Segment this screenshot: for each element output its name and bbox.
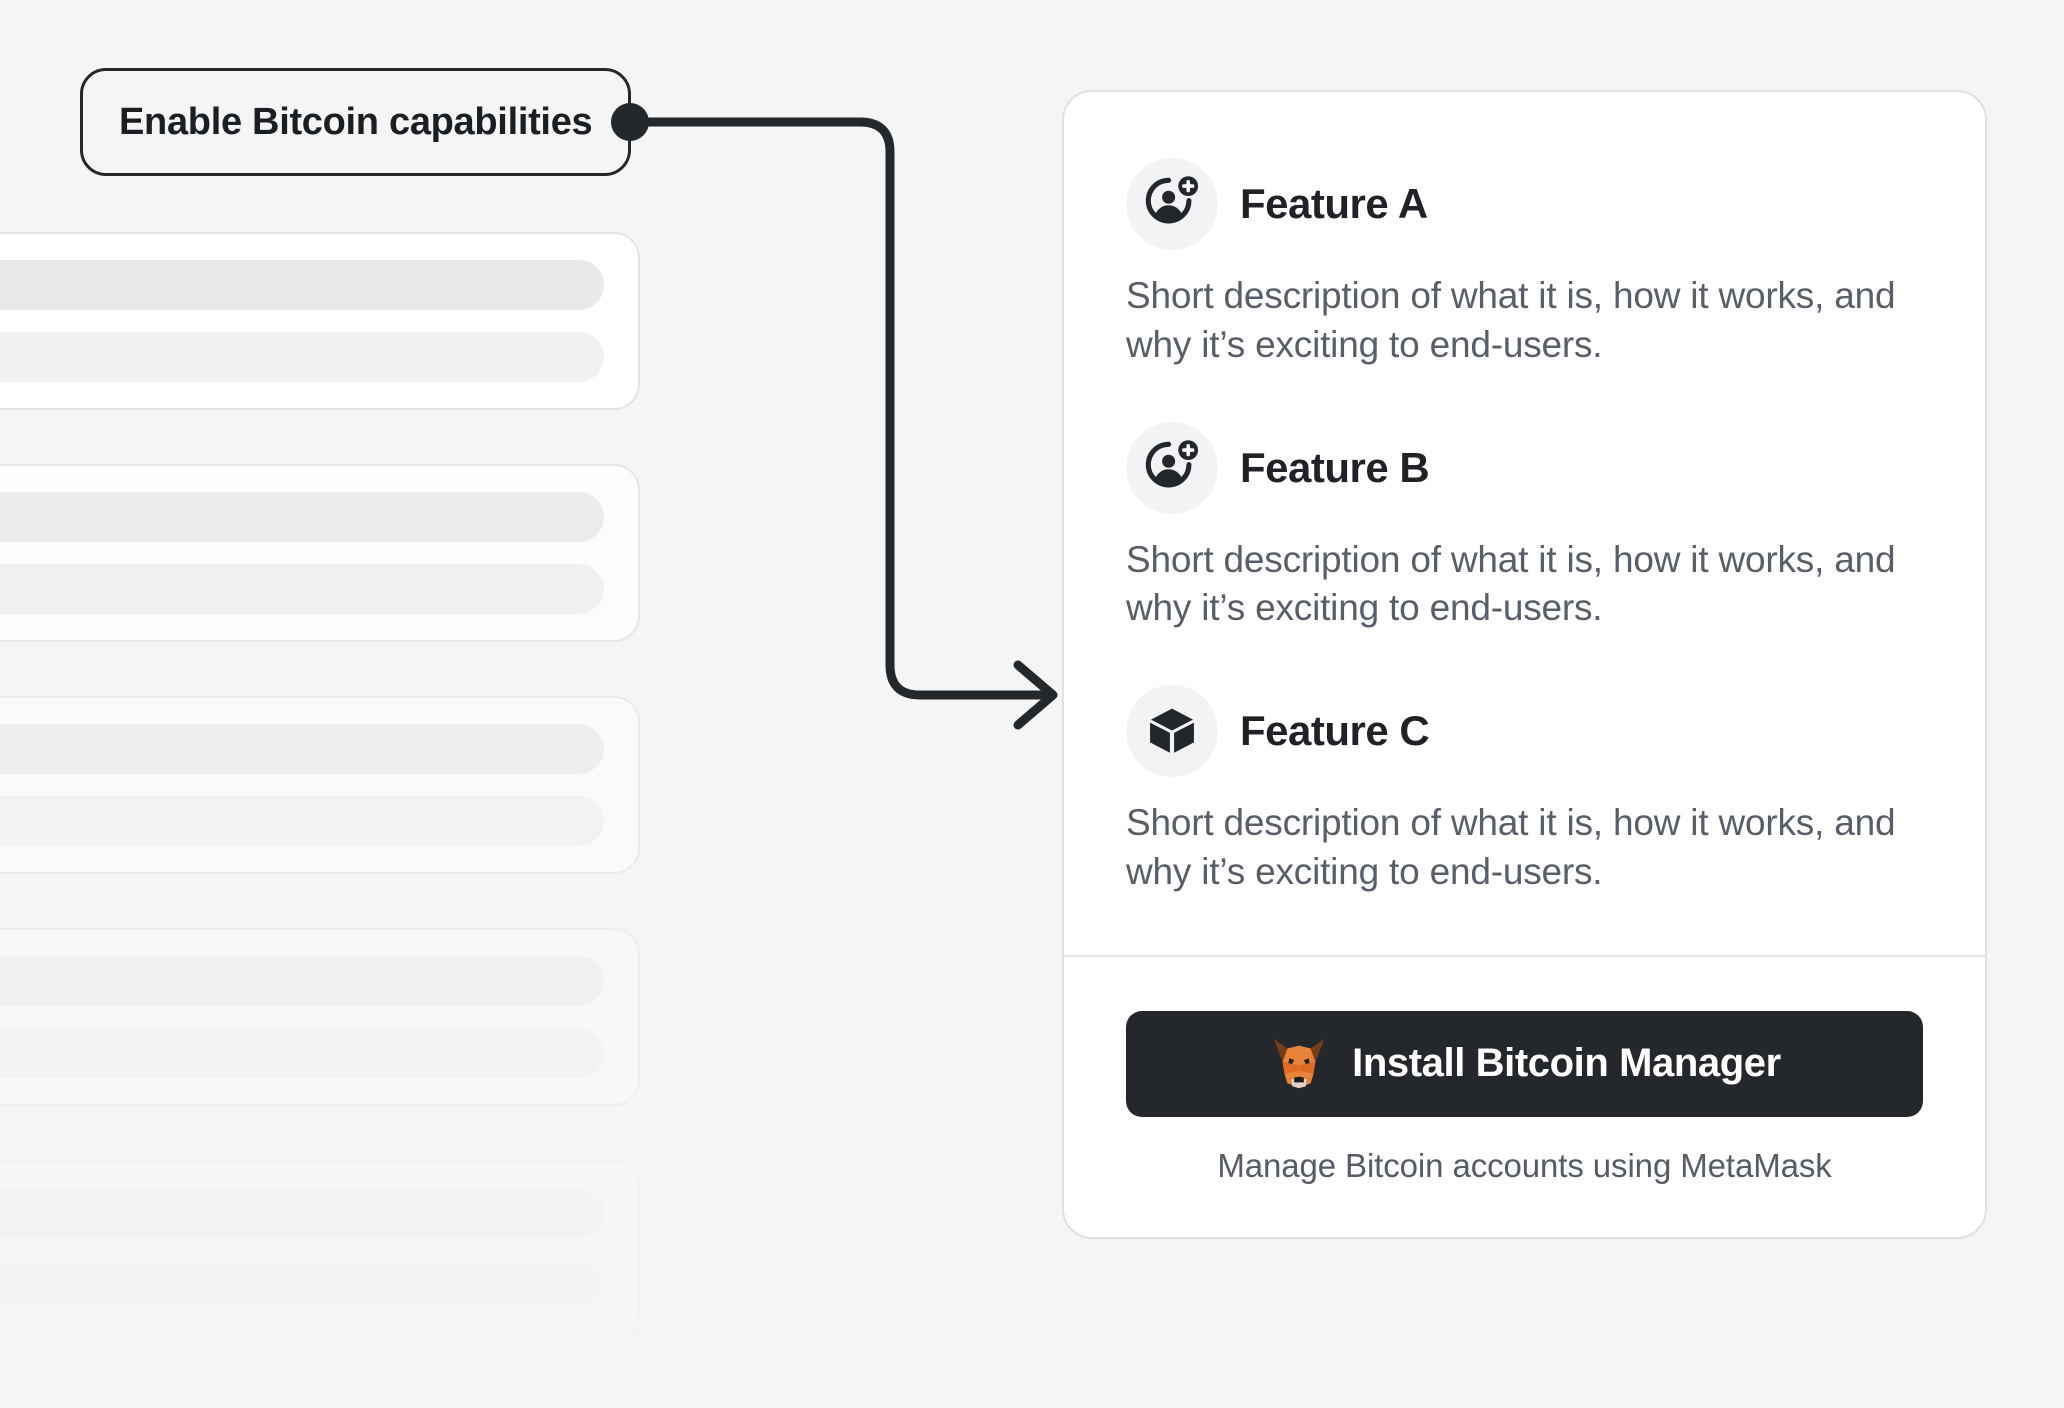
install-bitcoin-manager-button[interactable]: Install Bitcoin Manager xyxy=(1126,1010,1923,1117)
feature-panel: Feature A Short description of what it i… xyxy=(1062,90,1987,1239)
feature-item: Feature C Short description of what it i… xyxy=(1126,685,1923,897)
feature-item: Feature B Short description of what it i… xyxy=(1126,421,1923,634)
feature-description: Short description of what it is, how it … xyxy=(1126,275,1896,365)
connector-path xyxy=(625,117,1055,700)
feature-header: Feature C xyxy=(1126,685,1923,778)
metamask-fox-icon xyxy=(1268,1033,1330,1095)
feature-description: Short description of what it is, how it … xyxy=(1126,802,1896,893)
add-account-icon xyxy=(1126,158,1218,250)
callout-label: Enable Bitcoin capabilities xyxy=(80,68,632,176)
feature-title: Feature A xyxy=(1240,180,1428,227)
feature-item: Feature A Short description of what it i… xyxy=(1126,158,1923,370)
add-account-icon xyxy=(1126,421,1218,514)
panel-footer: Install Bitcoin Manager Manage Bitcoin a… xyxy=(1064,957,1985,1237)
arrow-right-icon xyxy=(1013,660,1058,730)
feature-header: Feature B xyxy=(1126,421,1923,514)
cube-icon xyxy=(1126,685,1218,778)
install-button-label: Install Bitcoin Manager xyxy=(1352,1041,1781,1086)
feature-description: Short description of what it is, how it … xyxy=(1126,538,1896,629)
callout-label-text: Enable Bitcoin capabilities xyxy=(119,100,593,143)
footer-note: Manage Bitcoin accounts using MetaMask xyxy=(1217,1146,1832,1184)
feature-list: Feature A Short description of what it i… xyxy=(1064,92,1985,955)
section-divider xyxy=(1064,954,1985,957)
feature-title: Feature C xyxy=(1240,707,1430,755)
feature-title: Feature B xyxy=(1240,443,1430,491)
feature-header: Feature A xyxy=(1126,158,1923,250)
connector-dot xyxy=(611,103,649,141)
